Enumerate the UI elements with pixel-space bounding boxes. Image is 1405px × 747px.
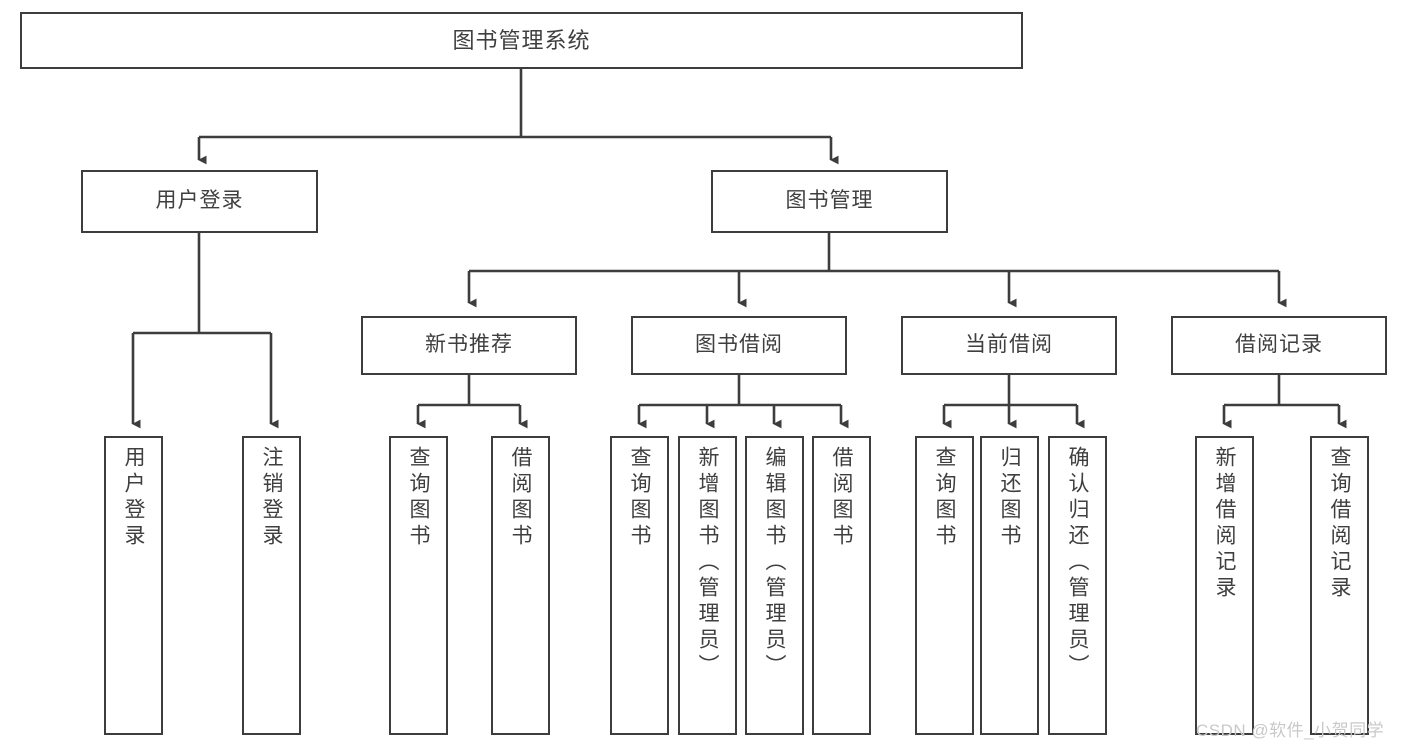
node-label: 借阅图书 (509, 446, 532, 550)
leaf-borrow-edit-book-admin[interactable]: 编辑图书（管理员） (745, 436, 804, 735)
node-label: 借阅图书 (830, 446, 853, 550)
leaf-current-query-book[interactable]: 查询图书 (915, 436, 974, 735)
csdn-watermark: CSDN @软件_小贺同学 (1196, 721, 1385, 740)
node-label: 新书推荐 (425, 333, 513, 357)
leaf-user-login-signin[interactable]: 用户登录 (104, 436, 163, 735)
node-label: 用户登录 (122, 446, 145, 550)
leaf-record-query-record[interactable]: 查询借阅记录 (1310, 436, 1369, 735)
node-label: 确认归还（管理员） (1066, 446, 1089, 680)
leaf-borrow-borrow-book[interactable]: 借阅图书 (812, 436, 871, 735)
node-current-borrow[interactable]: 当前借阅 (901, 316, 1117, 375)
leaf-user-login-signout[interactable]: 注销登录 (242, 436, 301, 735)
node-label: 图书管理系统 (452, 27, 591, 53)
node-label: 注销登录 (260, 446, 283, 550)
node-label: 查询图书 (628, 446, 651, 550)
leaf-borrow-add-book-admin[interactable]: 新增图书（管理员） (678, 436, 737, 735)
node-label: 查询图书 (933, 446, 956, 550)
node-label: 新增借阅记录 (1213, 446, 1236, 602)
leaf-current-return-book[interactable]: 归还图书 (980, 436, 1039, 735)
node-label: 借阅记录 (1235, 333, 1323, 357)
node-label: 当前借阅 (965, 333, 1053, 357)
node-borrow-record[interactable]: 借阅记录 (1171, 316, 1387, 375)
node-label: 图书借阅 (695, 333, 783, 357)
node-book-borrow[interactable]: 图书借阅 (631, 316, 847, 375)
node-user-login[interactable]: 用户登录 (81, 170, 318, 233)
node-new-book-recommend[interactable]: 新书推荐 (361, 316, 577, 375)
node-label: 编辑图书（管理员） (763, 446, 786, 680)
leaf-borrow-query-book[interactable]: 查询图书 (610, 436, 669, 735)
node-label: 新增图书（管理员） (696, 446, 719, 680)
node-book-management[interactable]: 图书管理 (711, 170, 948, 233)
leaf-recommend-borrow-book[interactable]: 借阅图书 (491, 436, 550, 735)
node-label: 图书管理 (785, 189, 874, 213)
leaf-recommend-query-book[interactable]: 查询图书 (389, 436, 448, 735)
leaf-record-add-record[interactable]: 新增借阅记录 (1195, 436, 1254, 735)
node-label: 查询图书 (407, 446, 430, 550)
node-label: 归还图书 (998, 446, 1021, 550)
node-label: 查询借阅记录 (1328, 446, 1351, 602)
leaf-current-confirm-return-admin[interactable]: 确认归还（管理员） (1048, 436, 1107, 735)
node-root-system[interactable]: 图书管理系统 (20, 12, 1023, 69)
node-label: 用户登录 (155, 189, 244, 213)
